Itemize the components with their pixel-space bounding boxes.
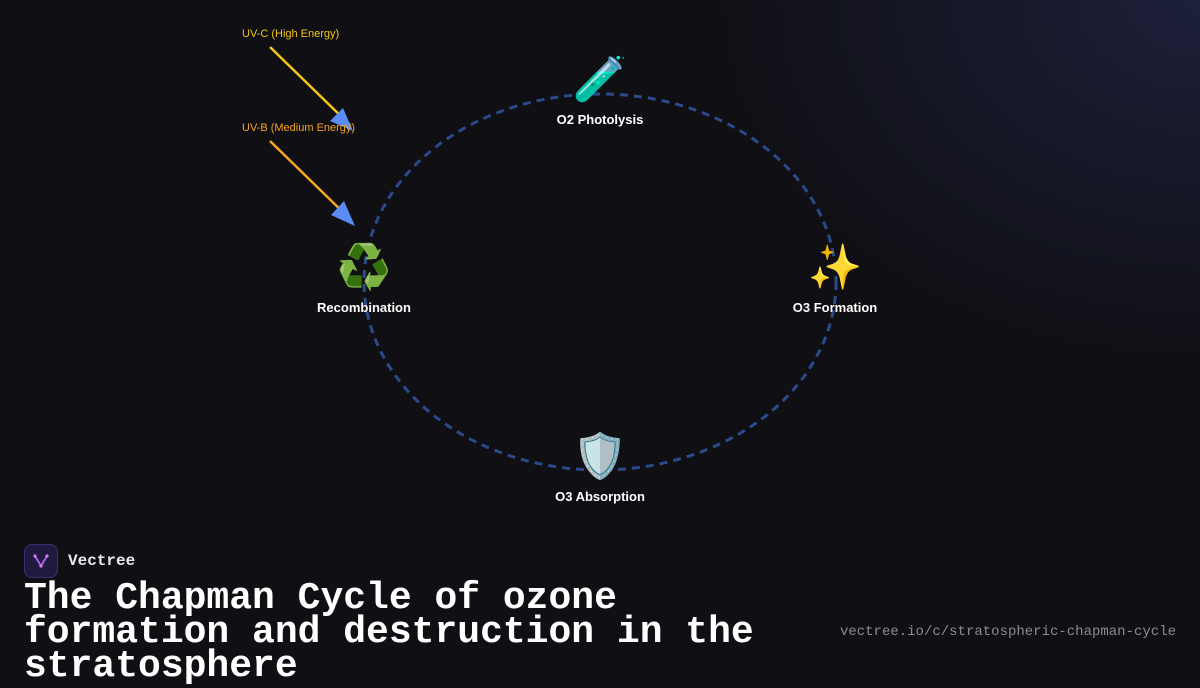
uv-b-arrowhead <box>331 201 355 226</box>
node-label: Recombination <box>317 300 411 315</box>
node-label: O3 Absorption <box>555 489 645 504</box>
uv-c-label: UV-C (High Energy) <box>242 28 340 40</box>
node-label: O2 Photolysis <box>556 112 644 127</box>
recycle-icon: ♻️ <box>336 242 392 293</box>
uv-c-arrow <box>269 46 351 126</box>
sparkles-icon: ✨ <box>807 242 863 293</box>
brand: Vectree <box>24 544 135 578</box>
uv-b-label: UV-B (Medium Energy) <box>242 122 356 134</box>
shield-icon: 🛡️ <box>572 431 628 482</box>
brand-name: Vectree <box>68 552 136 570</box>
node-o3-absorption: 🛡️ O3 Absorption <box>520 431 680 504</box>
source-url[interactable]: vectree.io/c/stratospheric-chapman-cycle <box>839 624 1176 640</box>
uv-b-arrow <box>269 140 351 220</box>
node-o3-formation: ✨ O3 Formation <box>755 242 915 315</box>
cycle-ring <box>362 92 838 472</box>
page-title: The Chapman Cycle of ozone formation and… <box>24 577 754 688</box>
test-tube-icon: 🧪 <box>572 54 628 105</box>
vectree-logo-icon <box>24 544 58 578</box>
uv-c-arrowhead <box>330 108 353 131</box>
node-label: O3 Formation <box>792 300 878 315</box>
node-o2-photolysis: 🧪 O2 Photolysis <box>520 54 680 127</box>
node-recombination: ♻️ Recombination <box>284 242 444 315</box>
